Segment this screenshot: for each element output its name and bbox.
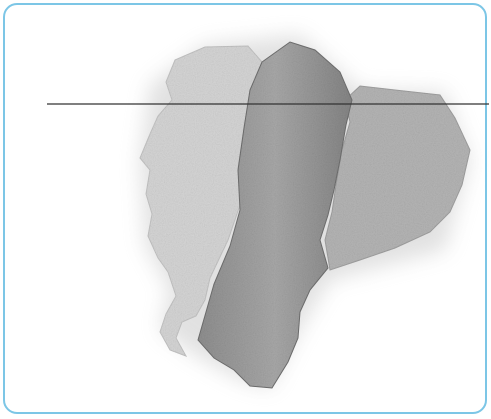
- amazon-region: [324, 85, 471, 271]
- sierra-region: [197, 41, 353, 389]
